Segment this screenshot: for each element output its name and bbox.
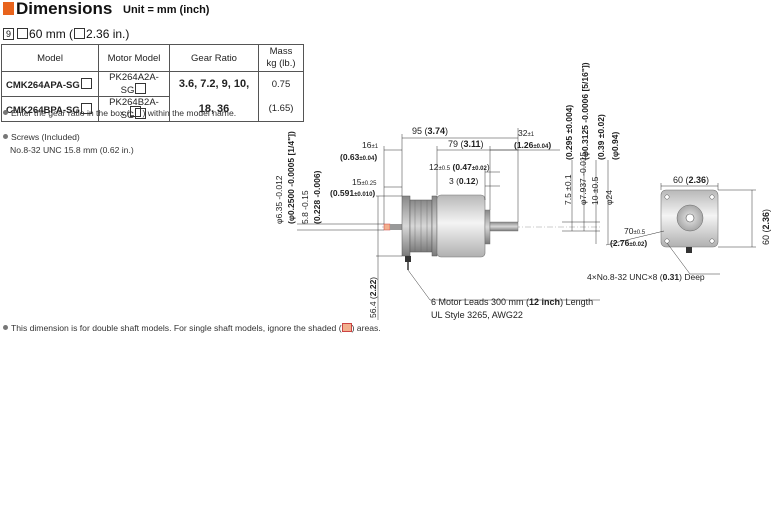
frame-size-label: 60 mm ( bbox=[29, 27, 74, 41]
square-symbol-icon bbox=[130, 106, 142, 117]
note-text: ) areas. bbox=[351, 323, 381, 333]
header-accent-mark bbox=[3, 2, 14, 15]
bullet-icon bbox=[3, 325, 8, 330]
front-leads bbox=[686, 247, 692, 253]
note-text: Screws (Included) bbox=[11, 132, 80, 142]
unit-label: Unit = mm (inch) bbox=[123, 4, 210, 16]
mount-hole bbox=[664, 238, 670, 244]
gearhead-boss bbox=[484, 209, 491, 245]
page-title: Dimensions bbox=[16, 0, 113, 18]
frame-size-inch: 2.36 in.) bbox=[86, 27, 130, 41]
dim-16-inch: (0.63±0.04) bbox=[340, 152, 377, 162]
dim-15-inch: (0.591±0.010) bbox=[330, 188, 375, 198]
frame-size-line: 9 60 mm ( 2.36 in.) bbox=[3, 27, 129, 41]
dim-rear-shaft-flat: 5.8 -0.15 bbox=[300, 190, 310, 224]
dim-body-square: 56.4 (2.22) bbox=[368, 277, 378, 318]
rear-shaft-shaded bbox=[383, 223, 391, 231]
dim-output-dia-inch: (φ0.3125 -0.0006 [5/16"]) bbox=[580, 62, 590, 160]
table-row: CMK264APA-SG PK264A2A-SG 3.6, 7.2, 9, 10… bbox=[1, 71, 304, 97]
bullet-icon bbox=[3, 134, 8, 139]
motor-front-cap bbox=[431, 195, 438, 257]
output-shaft bbox=[489, 221, 519, 232]
mass-cell: 0.75 bbox=[258, 71, 304, 97]
motor-model-cell: PK264B2A-SG bbox=[98, 96, 170, 122]
dim-rear-shaft-flat-inch: (0.228 -0.006) bbox=[312, 170, 322, 224]
dim-output-dia: φ7.937 -0.015 bbox=[578, 151, 588, 205]
motor-rear-cap bbox=[401, 195, 411, 257]
shaded-note: This dimension is for double shaft model… bbox=[3, 323, 381, 333]
gearhead-body bbox=[436, 194, 486, 258]
square-symbol-icon bbox=[80, 102, 92, 114]
dim-32-inch: (1.26±0.04) bbox=[514, 140, 551, 150]
dim-32: 32±1 bbox=[518, 128, 535, 138]
gear-ratio-note: Enter the gear ratio in the box ( ) withi… bbox=[3, 106, 236, 118]
dim-16: 16±1 bbox=[362, 140, 379, 150]
mount-hole bbox=[709, 194, 715, 200]
mass-unit-label: kg (lb.) bbox=[266, 58, 296, 69]
model-cell: CMK264BPA-SG bbox=[1, 96, 99, 122]
mass-cell: (1.65) bbox=[258, 96, 304, 122]
dim-79: 79 (3.11) bbox=[448, 139, 484, 149]
motor-model-cell: PK264A2A-SG bbox=[98, 71, 170, 97]
square-symbol-icon bbox=[74, 28, 86, 39]
screws-title: Screws (Included) bbox=[3, 132, 80, 142]
note-text: This dimension is for double shaft model… bbox=[11, 323, 342, 333]
dim-15: 15±0.25 bbox=[352, 177, 377, 187]
dim-3: 3 (0.12) bbox=[449, 176, 478, 186]
dim-output-flat-inch: (0.295 ±0.004) bbox=[564, 105, 574, 160]
screws-spec: No.8-32 UNC 15.8 mm (0.62 in.) bbox=[10, 145, 134, 155]
mass-header-label: Mass bbox=[269, 46, 293, 57]
bullet-icon bbox=[3, 110, 8, 115]
square-symbol-icon bbox=[80, 77, 92, 89]
dim-rear-shaft-dia-inch: (φ0.2500 -0.0005 [1/4"]) bbox=[286, 131, 296, 224]
dim-rear-shaft-dia: φ6.35 -0.012 bbox=[274, 175, 284, 224]
table-row: CMK264BPA-SG PK264B2A-SG 18, 36 (1.65) bbox=[1, 96, 304, 122]
dim-95: 95 (3.74) bbox=[412, 126, 448, 136]
motor-model-name: PK264B2A-SG bbox=[109, 97, 159, 121]
model-name: CMK264APA-SG bbox=[6, 79, 80, 91]
frame-size-code: 9 bbox=[3, 28, 15, 40]
square-symbol-icon bbox=[135, 83, 147, 94]
motor-model-name: PK264A2A-SG bbox=[109, 72, 159, 96]
model-name: CMK264BPA-SG bbox=[6, 104, 80, 116]
motor-leads bbox=[405, 256, 411, 262]
leads-ul-label: UL Style 3265, AWG22 bbox=[431, 310, 523, 320]
dim-boss-inch: (0.39 ±0.02) bbox=[596, 114, 606, 160]
dim-flange-height: 60 (2.36) bbox=[761, 209, 771, 245]
dim-12: 12±0.5 (0.47±0.02) bbox=[429, 162, 490, 172]
dim-pcd-inch: (2.76±0.02) bbox=[610, 238, 647, 248]
dim-pilot-inch: (φ0.94) bbox=[610, 132, 620, 160]
model-cell: CMK264APA-SG bbox=[1, 71, 99, 97]
gear-ratio-cell: 18, 36 bbox=[169, 96, 259, 122]
col-header-model: Model bbox=[1, 44, 99, 72]
output-shaft-end bbox=[685, 213, 695, 223]
mount-hole bbox=[664, 194, 670, 200]
mount-hole bbox=[709, 238, 715, 244]
note-text: Enter the gear ratio in the box ( bbox=[11, 108, 130, 118]
dim-pilot: φ24 bbox=[604, 190, 614, 205]
dim-output-flat: 7.5 ±0.1 bbox=[563, 174, 573, 205]
note-text: ) within the model name. bbox=[142, 108, 237, 118]
leads-label: 6 Motor Leads 300 mm (12 inch) Length bbox=[431, 297, 593, 307]
rear-shaft bbox=[390, 224, 402, 230]
mount-holes-label: 4×No.8-32 UNC×8 (0.31) Deep bbox=[587, 272, 705, 282]
square-symbol-icon bbox=[17, 28, 29, 39]
dim-boss: 10 ±0.5 bbox=[590, 176, 600, 205]
gear-ratio-cell: 3.6, 7.2, 9, 10, bbox=[169, 71, 259, 97]
shaded-swatch-icon bbox=[341, 323, 352, 332]
dim-pcd: 70±0.5 bbox=[624, 226, 646, 236]
dim-flange-width: 60 (2.36) bbox=[673, 175, 709, 185]
